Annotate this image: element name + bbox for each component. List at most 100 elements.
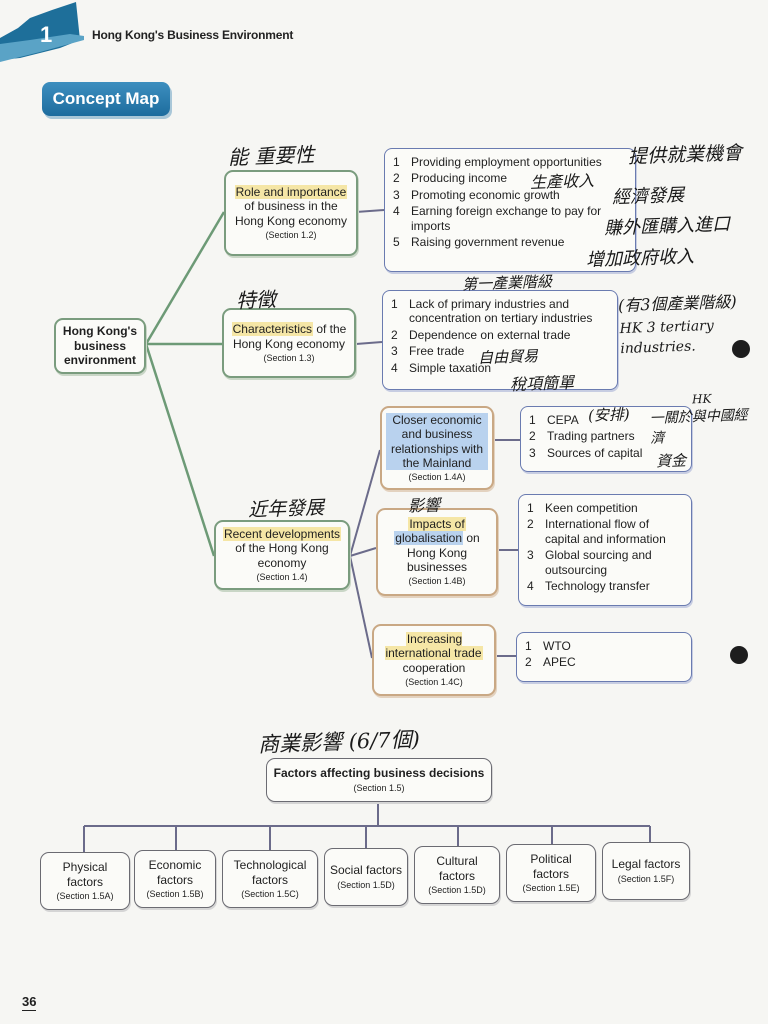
factors-node: Factors affecting business decisions (Se… xyxy=(266,758,492,802)
factor-section: (Section 1.5D) xyxy=(337,879,395,890)
factor-section: (Section 1.5E) xyxy=(522,882,580,893)
handwritten-note: 生產收入 xyxy=(529,170,595,193)
handwritten-note: (安排) xyxy=(587,405,631,425)
factor-label: Physical factors xyxy=(62,860,108,889)
factor-box: Cultural factors (Section 1.5D) xyxy=(414,846,500,904)
handwritten-note: 自由貿易 xyxy=(477,346,539,368)
characteristics-node: Characteristics of the Hong Kong economy… xyxy=(222,308,356,378)
concept-map-title: Concept Map xyxy=(42,82,170,116)
factor-section: (Section 1.5B) xyxy=(146,888,204,899)
handwritten-note: 增加政府收入 xyxy=(585,246,695,271)
factor-box: Physical factors (Section 1.5A) xyxy=(40,852,130,910)
trade-node: Increasing international trade cooperati… xyxy=(372,624,496,696)
handwritten-note: 稅項簡單 xyxy=(509,372,575,395)
mainland-node: Closer economic and business relationshi… xyxy=(380,406,494,490)
handwritten-note: HK xyxy=(691,391,712,407)
char-title-rest: of the Hong Kong economy xyxy=(232,322,347,351)
mainland-section: (Section 1.4A) xyxy=(408,472,466,483)
factor-box: Economic factors (Section 1.5B) xyxy=(134,850,216,908)
handwritten-note: 影響 xyxy=(407,495,441,516)
factor-label: Technological factors xyxy=(233,858,307,887)
handwritten-note: 能 重要性 xyxy=(227,142,315,170)
factor-box: Technological factors (Section 1.5C) xyxy=(222,850,318,908)
mainland-title: Closer economic and business relationshi… xyxy=(386,412,488,471)
role-title-rest: of business in the Hong Kong economy xyxy=(234,199,348,228)
handwritten-note: (有3個產業階級) xyxy=(617,291,738,316)
trade-section: (Section 1.4C) xyxy=(405,677,463,688)
binder-hole xyxy=(730,646,748,664)
factor-label: Social factors xyxy=(329,863,403,878)
glob-title-rest: Hong Kong businesses xyxy=(406,545,468,574)
factor-box: Legal factors (Section 1.5F) xyxy=(602,842,690,900)
root-label: Hong Kong's business environment xyxy=(62,324,138,368)
factor-label: Economic factors xyxy=(148,858,202,887)
handwritten-note: 近年發展 xyxy=(247,496,325,522)
glob-section: (Section 1.4B) xyxy=(408,576,466,587)
root-node: Hong Kong's business environment xyxy=(54,318,146,374)
glob-title-b: globalisation xyxy=(394,531,463,546)
recent-title-highlight: Recent developments xyxy=(222,527,342,542)
factors-title: Factors affecting business decisions xyxy=(273,766,485,781)
factor-label: Political factors xyxy=(530,852,572,881)
recent-node: Recent developments of the Hong Kong eco… xyxy=(214,520,350,590)
factor-section: (Section 1.5D) xyxy=(428,884,486,895)
trade-title-rest: cooperation xyxy=(402,660,466,675)
chapter-number: 1 xyxy=(40,22,53,47)
role-section: (Section 1.2) xyxy=(265,230,317,241)
glob-title-a: Impacts of xyxy=(408,516,466,531)
handwritten-note: 提供就業機會 xyxy=(627,142,743,168)
factor-section: (Section 1.5F) xyxy=(617,873,675,884)
factor-box: Political factors (Section 1.5E) xyxy=(506,844,596,902)
role-node: Role and importance of business in the H… xyxy=(224,170,358,256)
handwritten-note: 經濟發展 xyxy=(611,184,685,209)
handwritten-note: 資金 xyxy=(655,451,687,471)
glob-title-on: on xyxy=(466,531,480,546)
binder-hole xyxy=(732,340,750,358)
recent-section: (Section 1.4) xyxy=(256,572,308,583)
page-number: 36 xyxy=(22,994,37,1011)
factor-section: (Section 1.5C) xyxy=(241,888,299,899)
trade-title-highlight: Increasing international trade xyxy=(385,632,483,661)
handwritten-note: HK 3 tertiary industries. xyxy=(619,317,715,357)
handwritten-note: 第一產業階級 xyxy=(461,272,553,294)
factor-section: (Section 1.5A) xyxy=(56,890,114,901)
globalisation-node: Impacts of globalisation on Hong Kong bu… xyxy=(376,508,498,596)
factors-section: (Section 1.5) xyxy=(353,782,405,793)
char-section: (Section 1.3) xyxy=(263,352,315,363)
handwritten-note: 特徵 xyxy=(235,287,277,313)
factor-label: Legal factors xyxy=(611,857,681,872)
role-title-highlight: Role and importance xyxy=(234,185,348,200)
factor-label: Cultural factors xyxy=(436,854,478,883)
char-title-highlight: Characteristics xyxy=(231,322,313,337)
handwritten-note: 賺外匯購入進口 xyxy=(603,213,731,240)
recent-title-rest: of the Hong Kong economy xyxy=(235,541,329,570)
handwritten-note: 商業影響 (6/7個) xyxy=(257,727,421,757)
chapter-badge-shape xyxy=(0,2,84,62)
chapter-title: Hong Kong's Business Environment xyxy=(92,28,294,42)
handwritten-note: 一關於與中國經濟 xyxy=(649,407,748,447)
